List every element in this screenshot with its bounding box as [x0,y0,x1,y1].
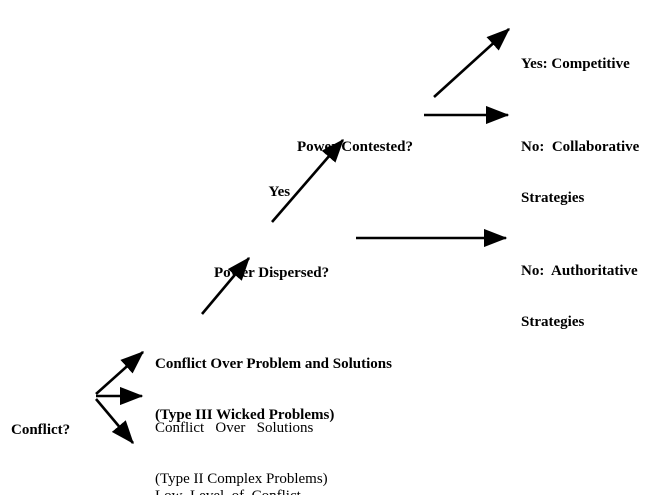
node-type-iii-wicked-line2: (Type III Wicked Problems) [155,407,335,423]
node-type-ii-complex-line1: Conflict Over Solutions [155,420,314,436]
node-conflict-root-label: Conflict? [11,422,71,438]
node-power-contested: Power Contested? [297,105,413,190]
node-outcome-collaborative-line1: No: Collaborative [521,139,640,155]
edge-conflict-to-wicked [95,351,144,395]
edge-label-yes-text: Yes [268,184,291,200]
node-type-iii-wicked-line1: Conflict Over Problem and Solutions [155,356,392,372]
node-type-i-simple: Low Level of Conflict (Type I Simple Pro… [155,454,310,495]
edge-conflict-to-simple [95,398,134,444]
node-outcome-authoritative-line2: Strategies [521,314,585,330]
node-power-dispersed-label: Power Dispersed? [214,265,330,281]
node-outcome-competitive: Yes: Competitive [521,22,630,107]
node-type-i-simple-line1: Low Level of Conflict [155,488,310,495]
edge-power-contested-to-competitive [433,28,510,98]
node-outcome-competitive-label: Yes: Competitive [521,56,630,72]
edge-label-yes: Yes [254,167,290,218]
node-power-contested-label: Power Contested? [297,139,413,155]
node-outcome-authoritative-line1: No: Authoritative [521,263,638,279]
node-outcome-collaborative-line2: Strategies [521,190,585,206]
node-conflict-root: Conflict? [11,388,70,473]
node-type-ii-complex: Conflict Over Solutions (Type II Complex… [155,386,328,495]
node-type-iii-wicked: Conflict Over Problem and Solutions (Typ… [155,322,392,458]
node-power-dispersed: Power Dispersed? [214,231,329,316]
node-type-ii-complex-line2: (Type II Complex Problems) [155,471,328,487]
node-outcome-collaborative: No: Collaborative Strategies [521,105,639,241]
node-outcome-authoritative: No: Authoritative Strategies [521,229,638,365]
